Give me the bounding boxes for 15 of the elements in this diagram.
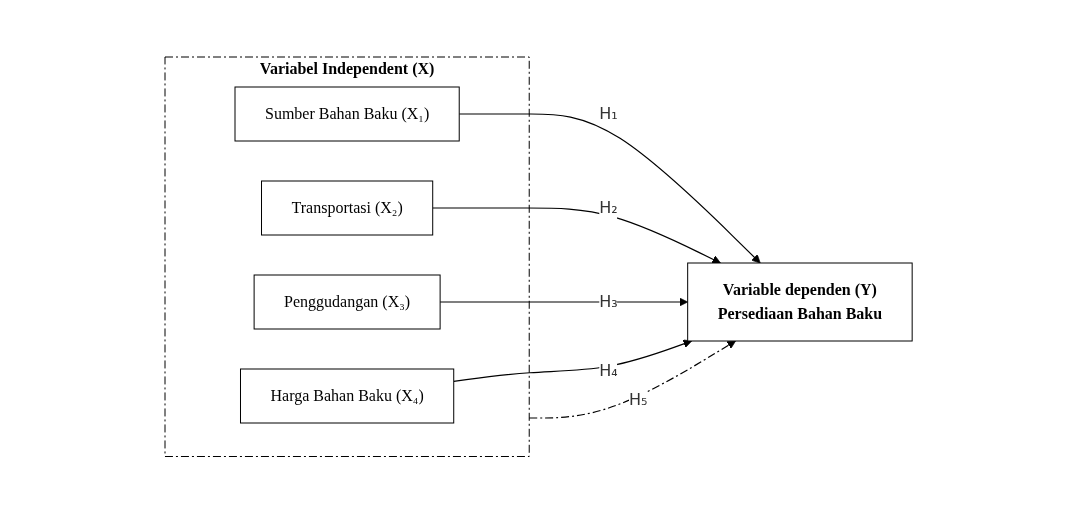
- arrow: [528, 340, 736, 419]
- node-box: Harga Bahan Baku (X₄): [239, 368, 455, 424]
- edge-label: H₄: [599, 360, 618, 380]
- arrow: [439, 297, 688, 307]
- edge-label: H₂: [599, 197, 618, 217]
- node-box: Transportasi (X₂): [260, 180, 434, 236]
- edge-label: H₅: [628, 389, 648, 409]
- arrow: [432, 207, 721, 264]
- arrow: [458, 113, 761, 264]
- node-box: Penggudangan (X₃): [253, 274, 441, 330]
- node-box: Sumber Bahan Baku (X₁): [234, 86, 460, 142]
- node-box: Variable dependen (Y) Persediaan Bahan Baku: [687, 262, 913, 342]
- edge-label: H₃: [599, 291, 618, 311]
- arrow: [453, 339, 692, 382]
- edge-label: H₁: [599, 103, 618, 123]
